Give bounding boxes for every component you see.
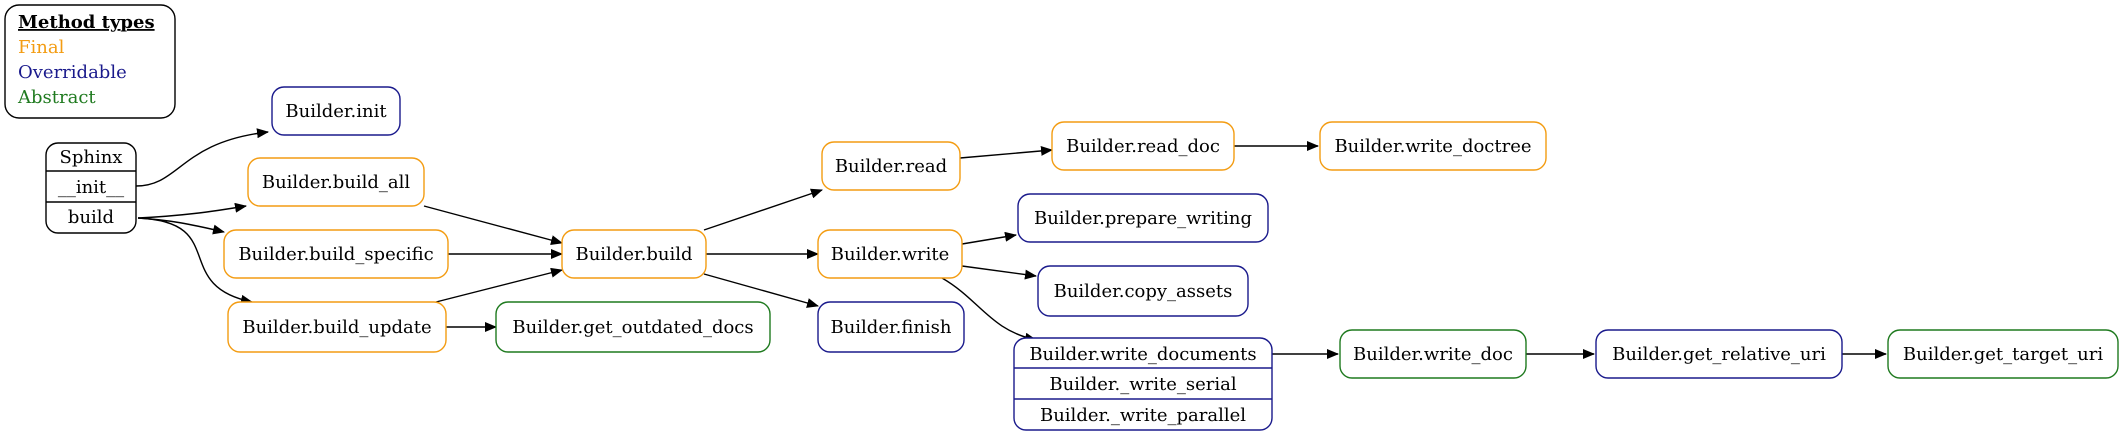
node-builder-get-target-uri[interactable]: Builder.get_target_uri bbox=[1887, 329, 2119, 379]
node-builder-write[interactable]: Builder.write bbox=[817, 229, 963, 279]
node-sphinx[interactable]: Sphinx __init__ build bbox=[45, 142, 137, 234]
node-builder-get-outdated-docs[interactable]: Builder.get_outdated_docs bbox=[495, 301, 771, 353]
node-builder-copy-assets[interactable]: Builder.copy_assets bbox=[1037, 265, 1249, 317]
node-builder-read[interactable]: Builder.read bbox=[821, 141, 961, 191]
edges bbox=[135, 128, 1887, 359]
node-builder-write-doc[interactable]: Builder.write_doc bbox=[1339, 329, 1527, 379]
legend: Method types Final Overridable Abstract bbox=[4, 4, 176, 119]
node-builder-build-all[interactable]: Builder.build_all bbox=[247, 157, 425, 207]
node-builder-build-update-label: Builder.build_update bbox=[242, 317, 431, 338]
node-builder-build-update[interactable]: Builder.build_update bbox=[227, 301, 447, 353]
node-builder-write-doctree-label: Builder.write_doctree bbox=[1334, 136, 1531, 157]
node-builder-build-specific[interactable]: Builder.build_specific bbox=[223, 229, 449, 279]
edge-read-to-read-doc bbox=[959, 145, 1053, 159]
edge-build-to-finish bbox=[703, 273, 819, 308]
legend-item-abstract: Abstract bbox=[17, 87, 96, 108]
node-builder-prepare-writing[interactable]: Builder.prepare_writing bbox=[1017, 193, 1269, 243]
node-write-documents-row-parallel[interactable]: Builder._write_parallel bbox=[1040, 405, 1246, 426]
node-builder-read-doc[interactable]: Builder.read_doc bbox=[1051, 121, 1235, 171]
node-write-documents-row-main[interactable]: Builder.write_documents bbox=[1029, 344, 1256, 365]
node-builder-read-doc-label: Builder.read_doc bbox=[1066, 136, 1220, 157]
node-builder-finish[interactable]: Builder.finish bbox=[817, 301, 965, 353]
edge-build-all-to-build bbox=[423, 205, 563, 245]
node-builder-build-all-label: Builder.build_all bbox=[262, 172, 410, 193]
edge-sphinx-build-to-build-update bbox=[137, 217, 253, 305]
node-builder-build-label: Builder.build bbox=[575, 244, 692, 265]
node-builder-write-label: Builder.write bbox=[831, 244, 950, 265]
legend-box bbox=[4, 4, 176, 119]
node-sphinx-build-port[interactable]: build bbox=[68, 207, 114, 228]
node-builder-write-doctree[interactable]: Builder.write_doctree bbox=[1319, 121, 1547, 171]
node-write-documents-row-serial[interactable]: Builder._write_serial bbox=[1049, 374, 1236, 395]
node-builder-write-documents[interactable]: Builder.write_documents Builder._write_s… bbox=[1013, 337, 1273, 431]
edge-write-to-copy-assets bbox=[961, 265, 1037, 280]
edge-write-to-write-documents bbox=[941, 277, 1037, 343]
node-builder-init-label: Builder.init bbox=[285, 101, 387, 122]
node-builder-get-target-uri-label: Builder.get_target_uri bbox=[1903, 344, 2103, 365]
node-builder-build-specific-label: Builder.build_specific bbox=[238, 244, 433, 265]
legend-item-overridable: Overridable bbox=[18, 62, 127, 83]
node-builder-write-doc-label: Builder.write_doc bbox=[1353, 344, 1513, 365]
node-builder-get-relative-uri[interactable]: Builder.get_relative_uri bbox=[1595, 329, 1843, 379]
edge-sphinx-build-to-build-specific bbox=[137, 217, 225, 235]
node-builder-build[interactable]: Builder.build bbox=[561, 229, 707, 279]
node-builder-finish-label: Builder.finish bbox=[830, 317, 951, 338]
edge-sphinx-init-to-builder-init bbox=[135, 128, 269, 187]
edge-write-to-prepare-writing bbox=[961, 231, 1017, 245]
node-sphinx-box bbox=[45, 142, 137, 234]
legend-title: Method types bbox=[18, 12, 155, 33]
node-sphinx-title: Sphinx bbox=[60, 147, 123, 168]
node-builder-get-outdated-docs-label: Builder.get_outdated_docs bbox=[512, 317, 753, 338]
node-builder-get-relative-uri-label: Builder.get_relative_uri bbox=[1612, 344, 1826, 365]
node-sphinx-init-port[interactable]: __init__ bbox=[58, 177, 124, 198]
node-builder-init[interactable]: Builder.init bbox=[271, 86, 401, 136]
node-builder-read-label: Builder.read bbox=[835, 156, 947, 177]
node-builder-copy-assets-label: Builder.copy_assets bbox=[1054, 281, 1233, 302]
edge-sphinx-build-to-build-all bbox=[137, 202, 247, 219]
node-builder-prepare-writing-label: Builder.prepare_writing bbox=[1034, 208, 1252, 229]
edge-build-update-to-build bbox=[435, 267, 563, 303]
edge-build-to-read bbox=[703, 188, 823, 231]
legend-item-final: Final bbox=[18, 37, 65, 58]
